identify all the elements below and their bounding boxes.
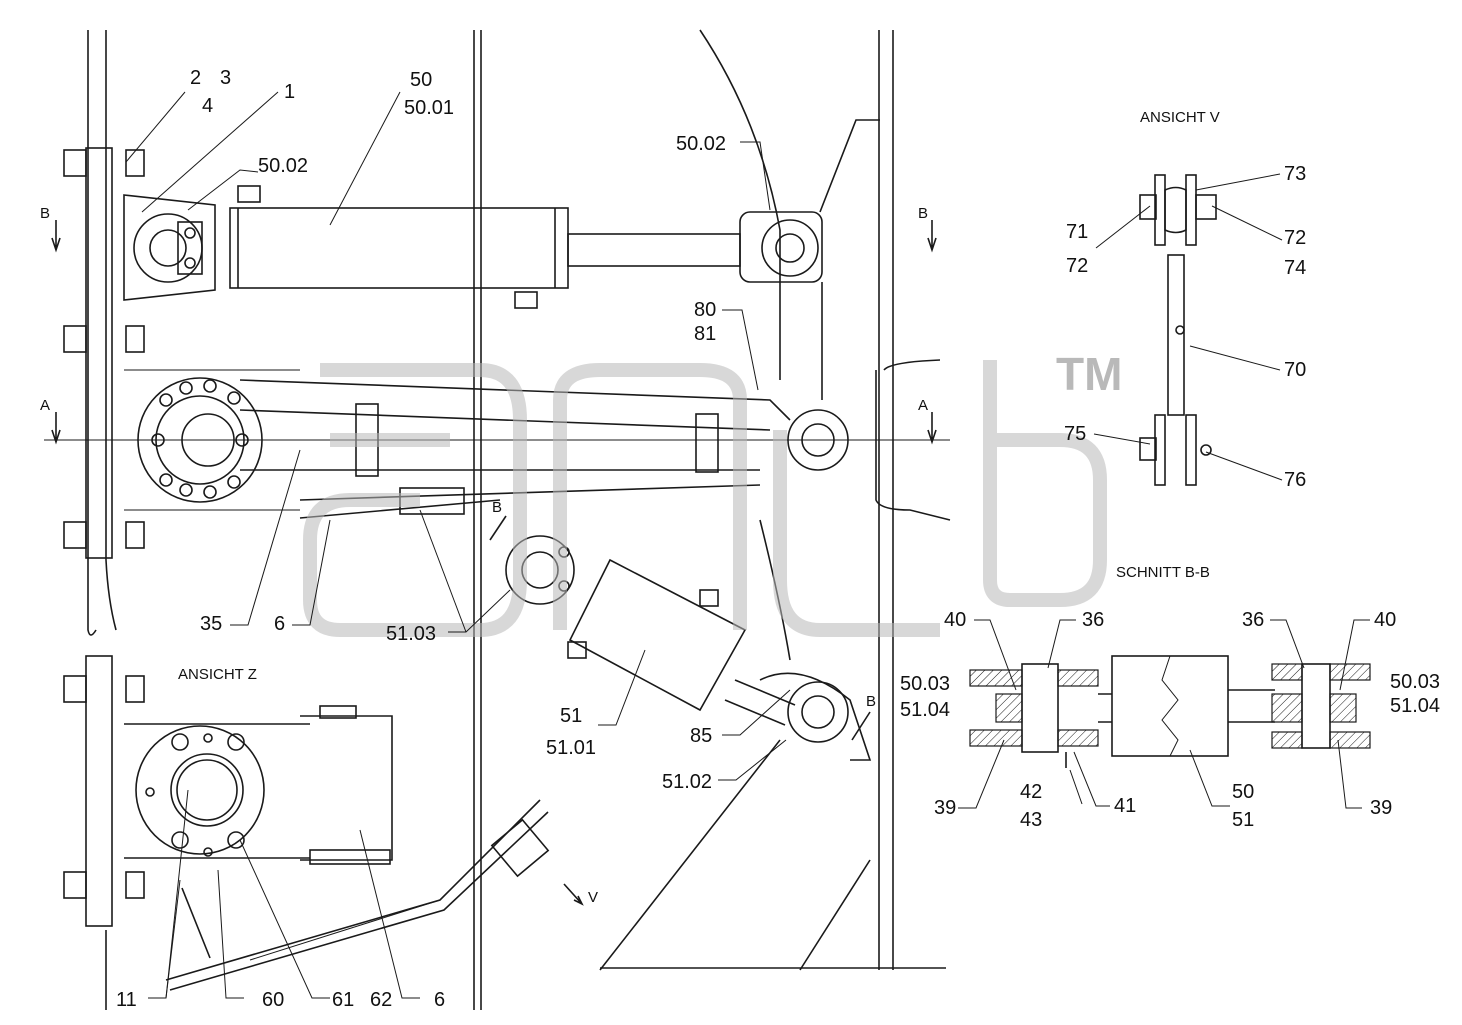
flange-bolt-holes <box>151 379 249 499</box>
lower-arm <box>239 379 791 519</box>
label-36-left: 36 <box>1082 609 1104 631</box>
label-50-bb: 50 <box>1232 781 1254 803</box>
marker-b-lower: B <box>866 693 876 710</box>
label-39-right: 39 <box>1370 797 1392 819</box>
marker-b-right: B <box>918 205 928 222</box>
leader-lines <box>125 91 1370 999</box>
left-bolts <box>63 149 145 549</box>
right-pivot-a <box>787 359 951 521</box>
marker-b-mid: B <box>492 499 502 516</box>
label-50-02-left: 50.02 <box>258 155 308 177</box>
watermark-logo: TM <box>303 348 1122 637</box>
cylinder-50 <box>229 185 741 309</box>
main-flange <box>44 377 950 503</box>
upper-bracket <box>123 194 216 301</box>
label-11: 11 <box>116 989 137 1011</box>
label-81: 81 <box>694 323 716 345</box>
label-2: 2 <box>190 67 201 89</box>
label-40-right: 40 <box>1374 609 1396 631</box>
label-76: 76 <box>1284 469 1306 491</box>
upper-pivot-right <box>739 119 880 400</box>
ansicht-v-title: ANSICHT V <box>1140 109 1220 126</box>
label-4: 4 <box>202 95 213 117</box>
bottom-strut <box>165 799 550 991</box>
label-61: 61 <box>332 989 354 1011</box>
cylinder-51 <box>505 535 796 726</box>
marker-b-left: B <box>40 205 50 222</box>
label-60: 60 <box>262 989 284 1011</box>
label-74: 74 <box>1284 257 1306 279</box>
label-42: 42 <box>1020 781 1042 803</box>
label-72-left: 72 <box>1066 255 1088 277</box>
label-73: 73 <box>1284 163 1306 185</box>
label-71: 71 <box>1066 221 1088 243</box>
marker-v: V <box>588 889 598 906</box>
label-51-03: 51.03 <box>386 623 436 645</box>
label-3: 3 <box>220 67 231 89</box>
label-72-right: 72 <box>1284 227 1306 249</box>
marker-a-left: A <box>40 397 50 414</box>
label-50-03-right: 50.03 <box>1390 671 1440 693</box>
label-43: 43 <box>1020 809 1042 831</box>
ansicht-z-title: ANSICHT Z <box>178 666 257 683</box>
label-50-02-right: 50.02 <box>676 133 726 155</box>
label-85: 85 <box>690 725 712 747</box>
label-51-bb: 51 <box>1232 809 1254 831</box>
label-70: 70 <box>1284 359 1306 381</box>
ansicht-z-view <box>63 655 393 1010</box>
label-51: 51 <box>560 705 582 727</box>
label-80: 80 <box>694 299 716 321</box>
section-markers: B B A A B B V <box>40 205 937 906</box>
label-50: 50 <box>410 69 432 91</box>
label-6-bottom: 6 <box>434 989 445 1011</box>
schnitt-bb-title: SCHNITT B-B <box>1116 564 1210 581</box>
schnitt-bb-view <box>969 655 1371 768</box>
label-40-left: 40 <box>944 609 966 631</box>
label-41: 41 <box>1114 795 1136 817</box>
part-labels: 2 3 4 1 50 50.01 50.02 50.02 80 81 35 6 … <box>116 67 1440 1011</box>
label-51-04-right: 51.04 <box>1390 695 1440 717</box>
lower-pivot-right <box>599 672 946 971</box>
label-35: 35 <box>200 613 222 635</box>
label-6-mid: 6 <box>274 613 285 635</box>
left-frame <box>63 30 300 636</box>
label-1: 1 <box>284 81 295 103</box>
label-50-01: 50.01 <box>404 97 454 119</box>
label-51-02: 51.02 <box>662 771 712 793</box>
label-39-left: 39 <box>934 797 956 819</box>
frame-uprights <box>473 29 894 1010</box>
ansicht-v-view <box>1139 174 1217 486</box>
marker-a-right: A <box>918 397 928 414</box>
trademark-mark: TM <box>1056 348 1122 400</box>
label-62: 62 <box>370 989 392 1011</box>
label-51-04-left: 51.04 <box>900 699 950 721</box>
label-51-01: 51.01 <box>546 737 596 759</box>
label-50-03-left: 50.03 <box>900 673 950 695</box>
label-75: 75 <box>1064 423 1086 445</box>
label-36-right: 36 <box>1242 609 1264 631</box>
